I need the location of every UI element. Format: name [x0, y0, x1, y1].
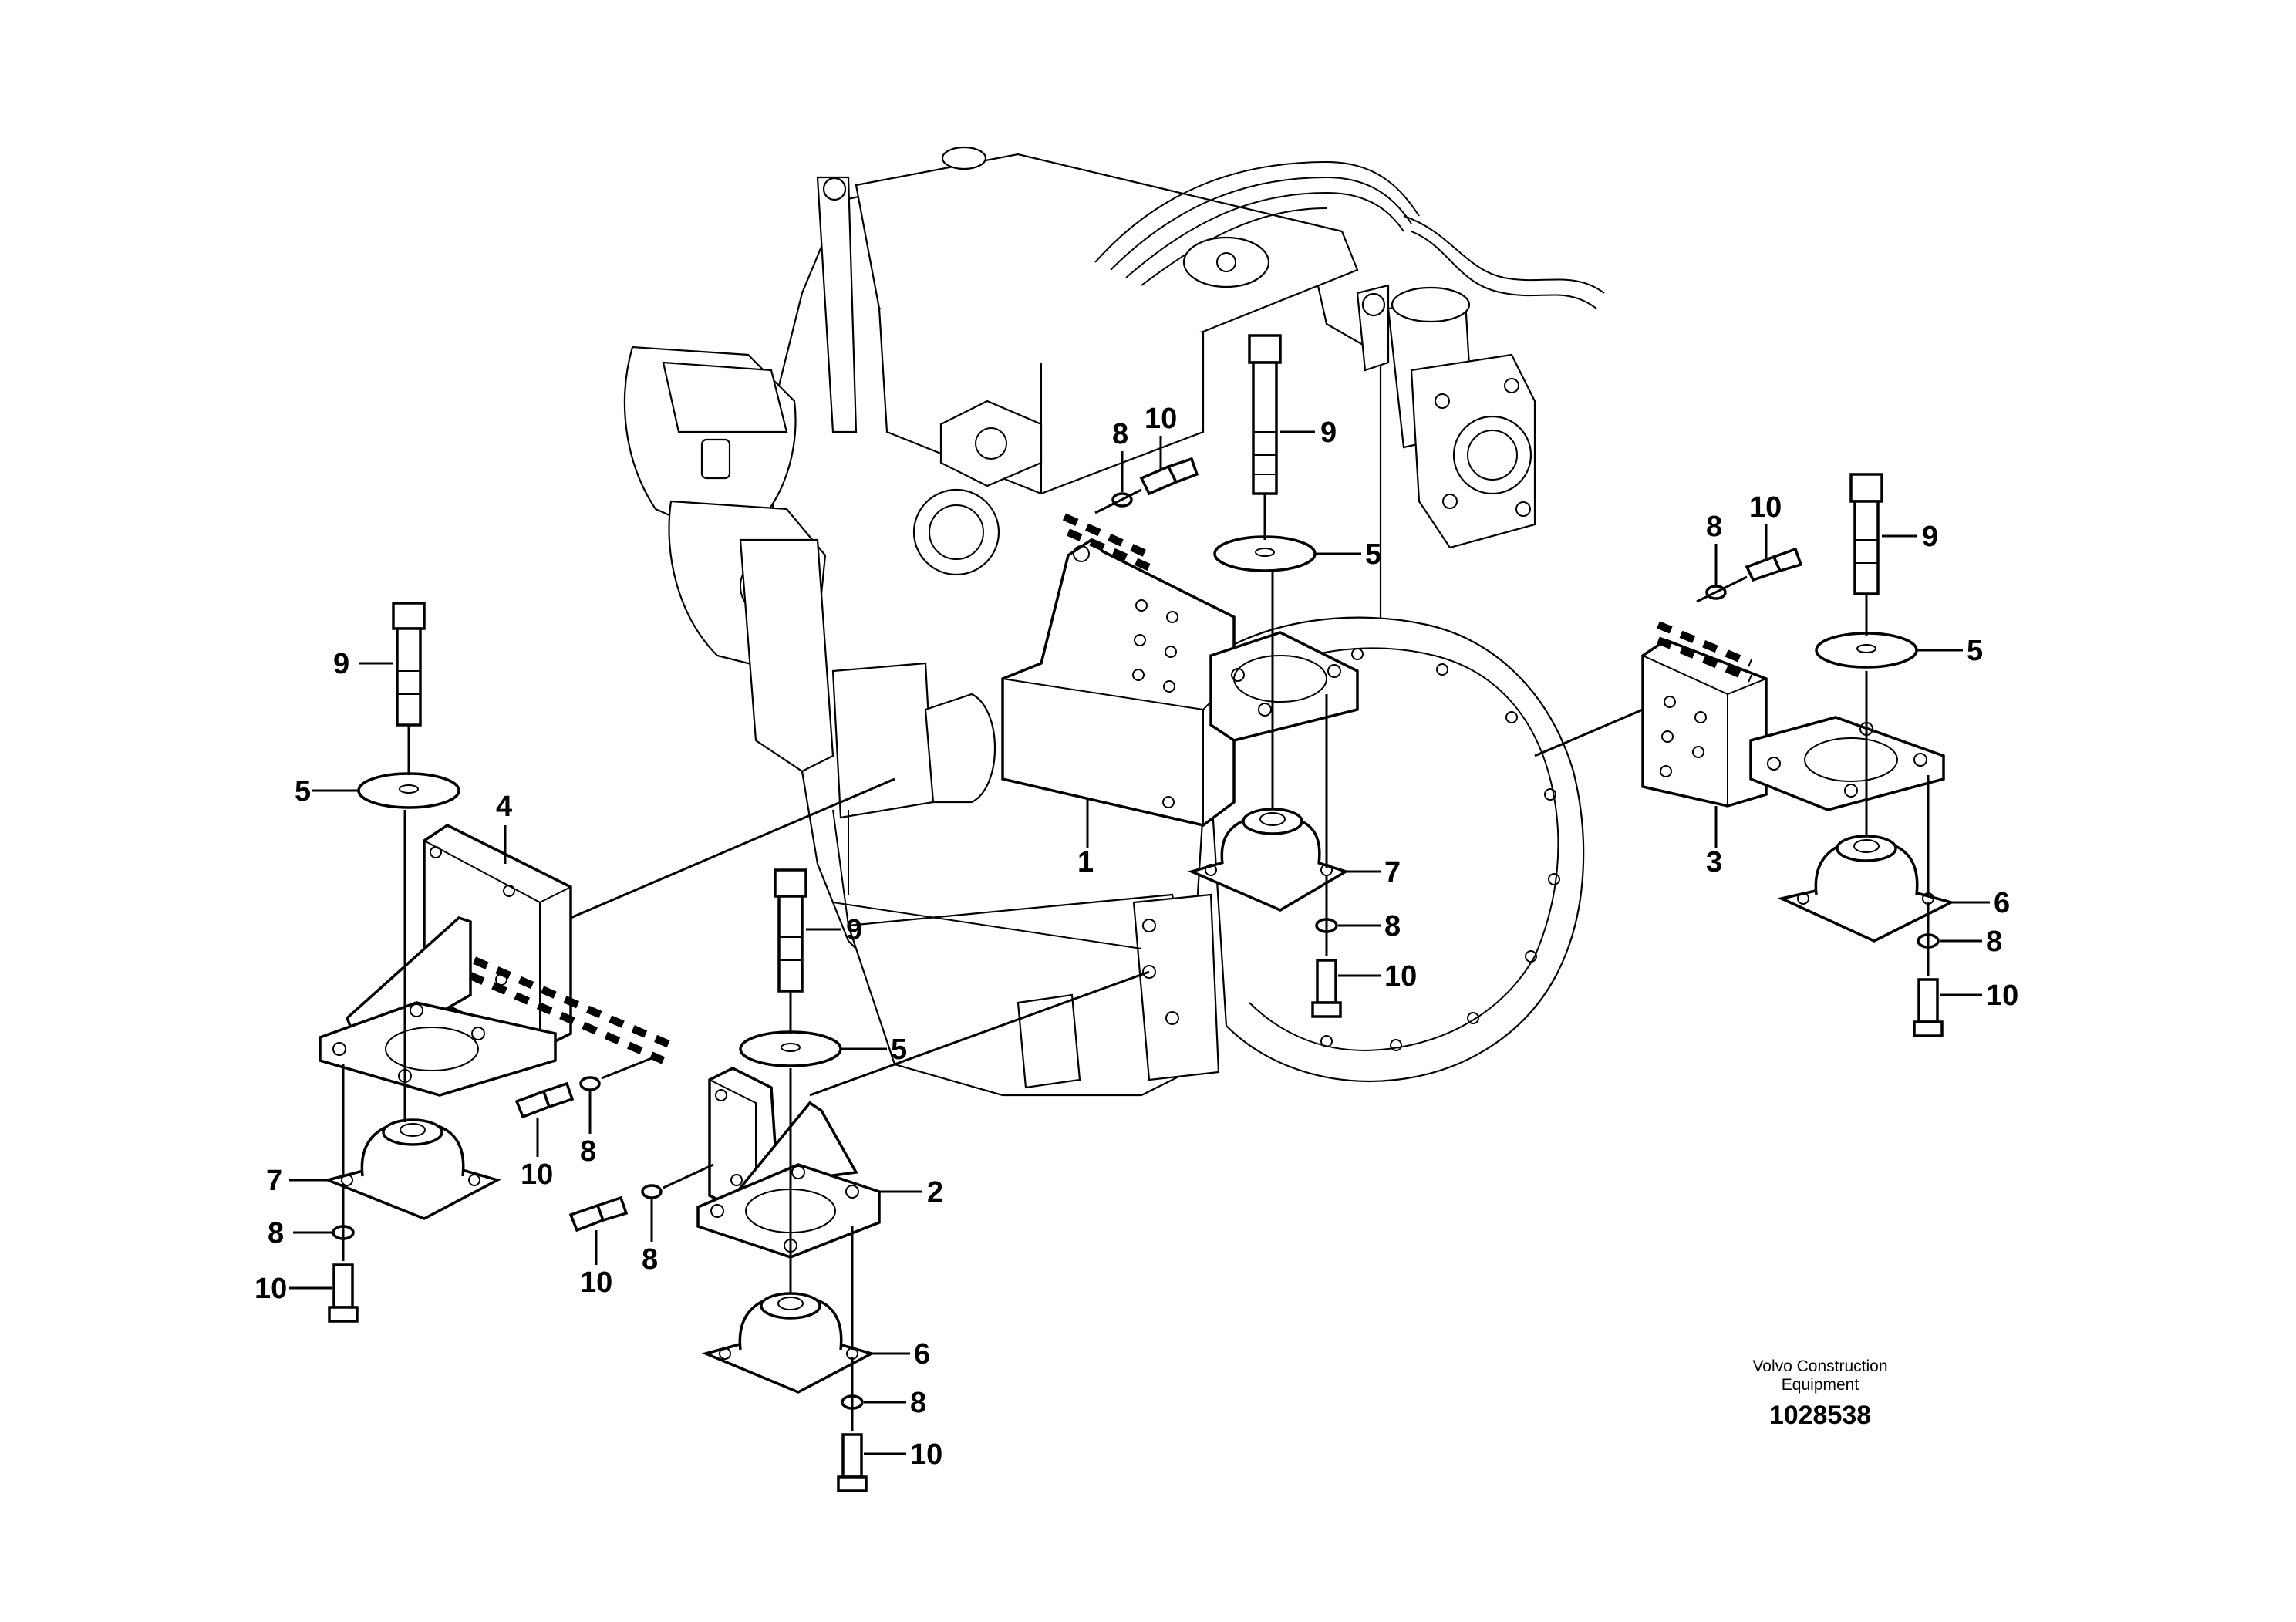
callout-8-left: 8	[268, 1217, 284, 1249]
callout-labels: 1 2 3 4 5 5 5 5 6 6 7 7 8 8 8 8 8 8 8 8 …	[255, 403, 2018, 1471]
callout-6-right: 6	[1994, 887, 2010, 919]
callout-9-top: 9	[1320, 416, 1337, 449]
engine-block	[623, 146, 1605, 1097]
washer-5-right	[1815, 632, 1918, 669]
screw-10-right	[1913, 978, 1944, 1037]
brand-line-1: Volvo Construction	[1752, 1357, 1888, 1375]
rubber-mount-6-right	[1777, 835, 1955, 943]
bolt-9-right	[1849, 473, 1883, 595]
callout-8-mid: 8	[1384, 910, 1401, 943]
callout-5-bottom: 5	[891, 1034, 907, 1066]
rubber-mount-7-left	[323, 1118, 501, 1220]
callout-5-right: 5	[1967, 635, 1983, 667]
screw-10-top-right	[1745, 547, 1803, 582]
branding-block: Volvo Construction Equipment 1028538	[1681, 1357, 1959, 1431]
callout-10-mid: 10	[1384, 960, 1417, 993]
callout-7-upper: 7	[1384, 856, 1401, 889]
screw-10-mid	[1311, 959, 1342, 1018]
bolt-9-bottom	[774, 868, 807, 993]
bracket-1-assembly	[1001, 513, 1359, 827]
lock-washer-8-bottom-mid	[641, 1184, 663, 1199]
brand-line-2: Equipment	[1781, 1376, 1859, 1394]
rubber-mount-7-upper	[1187, 808, 1350, 912]
callout-8-top: 8	[1112, 418, 1128, 450]
callout-10-left: 10	[255, 1273, 287, 1305]
callout-8-bottom: 8	[910, 1387, 926, 1419]
washer-5-bottom	[739, 1030, 842, 1067]
bracket-3-assembly	[1641, 621, 1945, 811]
screw-10-bottom	[837, 1433, 868, 1492]
rubber-mount-6-bottom	[701, 1292, 875, 1394]
lock-washer-8-left-mid	[579, 1076, 601, 1091]
callout-9-left: 9	[333, 648, 349, 680]
bracket-2-assembly	[696, 1067, 881, 1259]
callout-10-bottom-mid: 10	[580, 1266, 612, 1299]
callout-7-left: 7	[266, 1165, 282, 1197]
callout-8-bottom-mid: 8	[642, 1243, 658, 1276]
callout-5-left: 5	[295, 775, 311, 808]
screw-10-left	[328, 1263, 359, 1323]
washer-5-top	[1213, 535, 1317, 572]
drawing-number: 1028538	[1768, 1401, 1872, 1430]
bracket-4-assembly	[319, 823, 673, 1097]
leader-lines	[289, 430, 1990, 1455]
callout-8-right: 8	[1986, 926, 2002, 958]
callout-4: 4	[496, 791, 512, 823]
callout-3: 3	[1706, 846, 1722, 878]
screw-10-bottom-mid	[568, 1195, 629, 1233]
callout-5-top: 5	[1365, 538, 1381, 571]
callout-6-bottom: 6	[914, 1338, 930, 1371]
callout-10-bottom: 10	[910, 1438, 942, 1471]
callout-10-top: 10	[1145, 403, 1177, 435]
callout-10-right: 10	[1986, 980, 2018, 1012]
callout-1: 1	[1077, 846, 1094, 878]
callout-8-top-right: 8	[1706, 511, 1722, 543]
bolt-9-top	[1248, 334, 1282, 495]
washer-5-left	[357, 772, 460, 809]
screw-10-left-mid	[514, 1081, 575, 1119]
callout-10-top-right: 10	[1749, 491, 1782, 524]
screw-10-top	[1139, 457, 1199, 496]
callout-9-right: 9	[1922, 521, 1938, 553]
callout-2: 2	[927, 1176, 943, 1209]
callout-8-left-mid: 8	[580, 1135, 596, 1168]
callout-9-bottom: 9	[846, 914, 862, 946]
bolt-9-left	[392, 602, 426, 727]
callout-10-left-mid: 10	[521, 1158, 553, 1191]
